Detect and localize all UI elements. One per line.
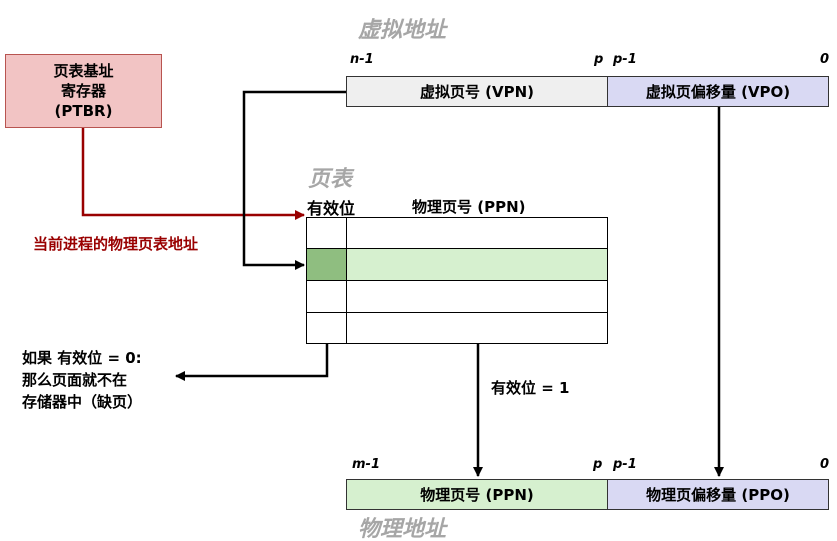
valid-zero-arrow xyxy=(175,280,329,381)
valid-one-annotation: 有效位 = 1 xyxy=(491,379,570,397)
fault-line-2: 那么页面就不在 xyxy=(22,371,128,389)
fault-line-3: 存储器中（缺页） xyxy=(22,393,143,411)
vpo-field: 虚拟页偏移量 (VPO) xyxy=(607,76,829,107)
pte-0-ppn xyxy=(346,217,608,249)
bit-label-p-minus-1: p-1 xyxy=(613,52,637,67)
valid-column-header: 有效位 xyxy=(307,199,356,218)
bit-label-p: p xyxy=(594,52,604,67)
fault-line-1: 如果 有效位 = 0: xyxy=(22,349,142,367)
pte-0-valid xyxy=(306,217,347,249)
ppo-field: 物理页偏移量 (PPO) xyxy=(607,479,829,510)
pte-2-valid xyxy=(306,280,347,313)
ptbr-line-3: (PTBR) xyxy=(54,102,113,120)
ppo-label: 物理页偏移量 (PPO) xyxy=(646,486,790,504)
virtual-address-heading: 虚拟地址 xyxy=(358,17,447,43)
bit-label-0-phys: 0 xyxy=(820,457,830,472)
pte-1-valid xyxy=(306,248,347,281)
ptbr-register: 页表基址 寄存器 (PTBR) xyxy=(5,54,162,128)
bit-label-m-minus-1: m-1 xyxy=(352,457,380,472)
pte-2-ppn xyxy=(346,280,608,313)
bit-label-0: 0 xyxy=(820,52,830,67)
ppn-column-header: 物理页号 (PPN) xyxy=(412,198,526,216)
pte-1-ppn xyxy=(346,248,608,281)
bit-label-p-minus-1-phys: p-1 xyxy=(613,457,637,472)
pte-3-valid xyxy=(306,312,347,344)
vpn-field: 虚拟页号 (VPN) xyxy=(346,76,608,107)
ptbr-line-1: 页表基址 xyxy=(53,62,114,80)
vpn-label: 虚拟页号 (VPN) xyxy=(419,83,535,101)
bit-label-p-phys: p xyxy=(593,457,603,472)
ppn-field: 物理页号 (PPN) xyxy=(346,479,608,510)
ptbr-to-table-arrow xyxy=(81,128,305,220)
page-table-heading: 页表 xyxy=(308,166,353,192)
bit-label-n-minus-1: n-1 xyxy=(350,52,374,67)
vpo-label: 虚拟页偏移量 (VPO) xyxy=(645,83,791,101)
physical-address-heading: 物理地址 xyxy=(358,516,447,541)
vpn-to-pte-arrow xyxy=(242,90,346,270)
ptbr-line-2: 寄存器 xyxy=(60,82,106,100)
pte-3-ppn xyxy=(346,312,608,344)
ppn-label: 物理页号 (PPN) xyxy=(420,486,534,504)
current-process-annotation: 当前进程的物理页表地址 xyxy=(33,235,199,253)
page-fault-annotation: 如果 有效位 = 0: 那么页面就不在 存储器中（缺页） xyxy=(22,347,142,413)
